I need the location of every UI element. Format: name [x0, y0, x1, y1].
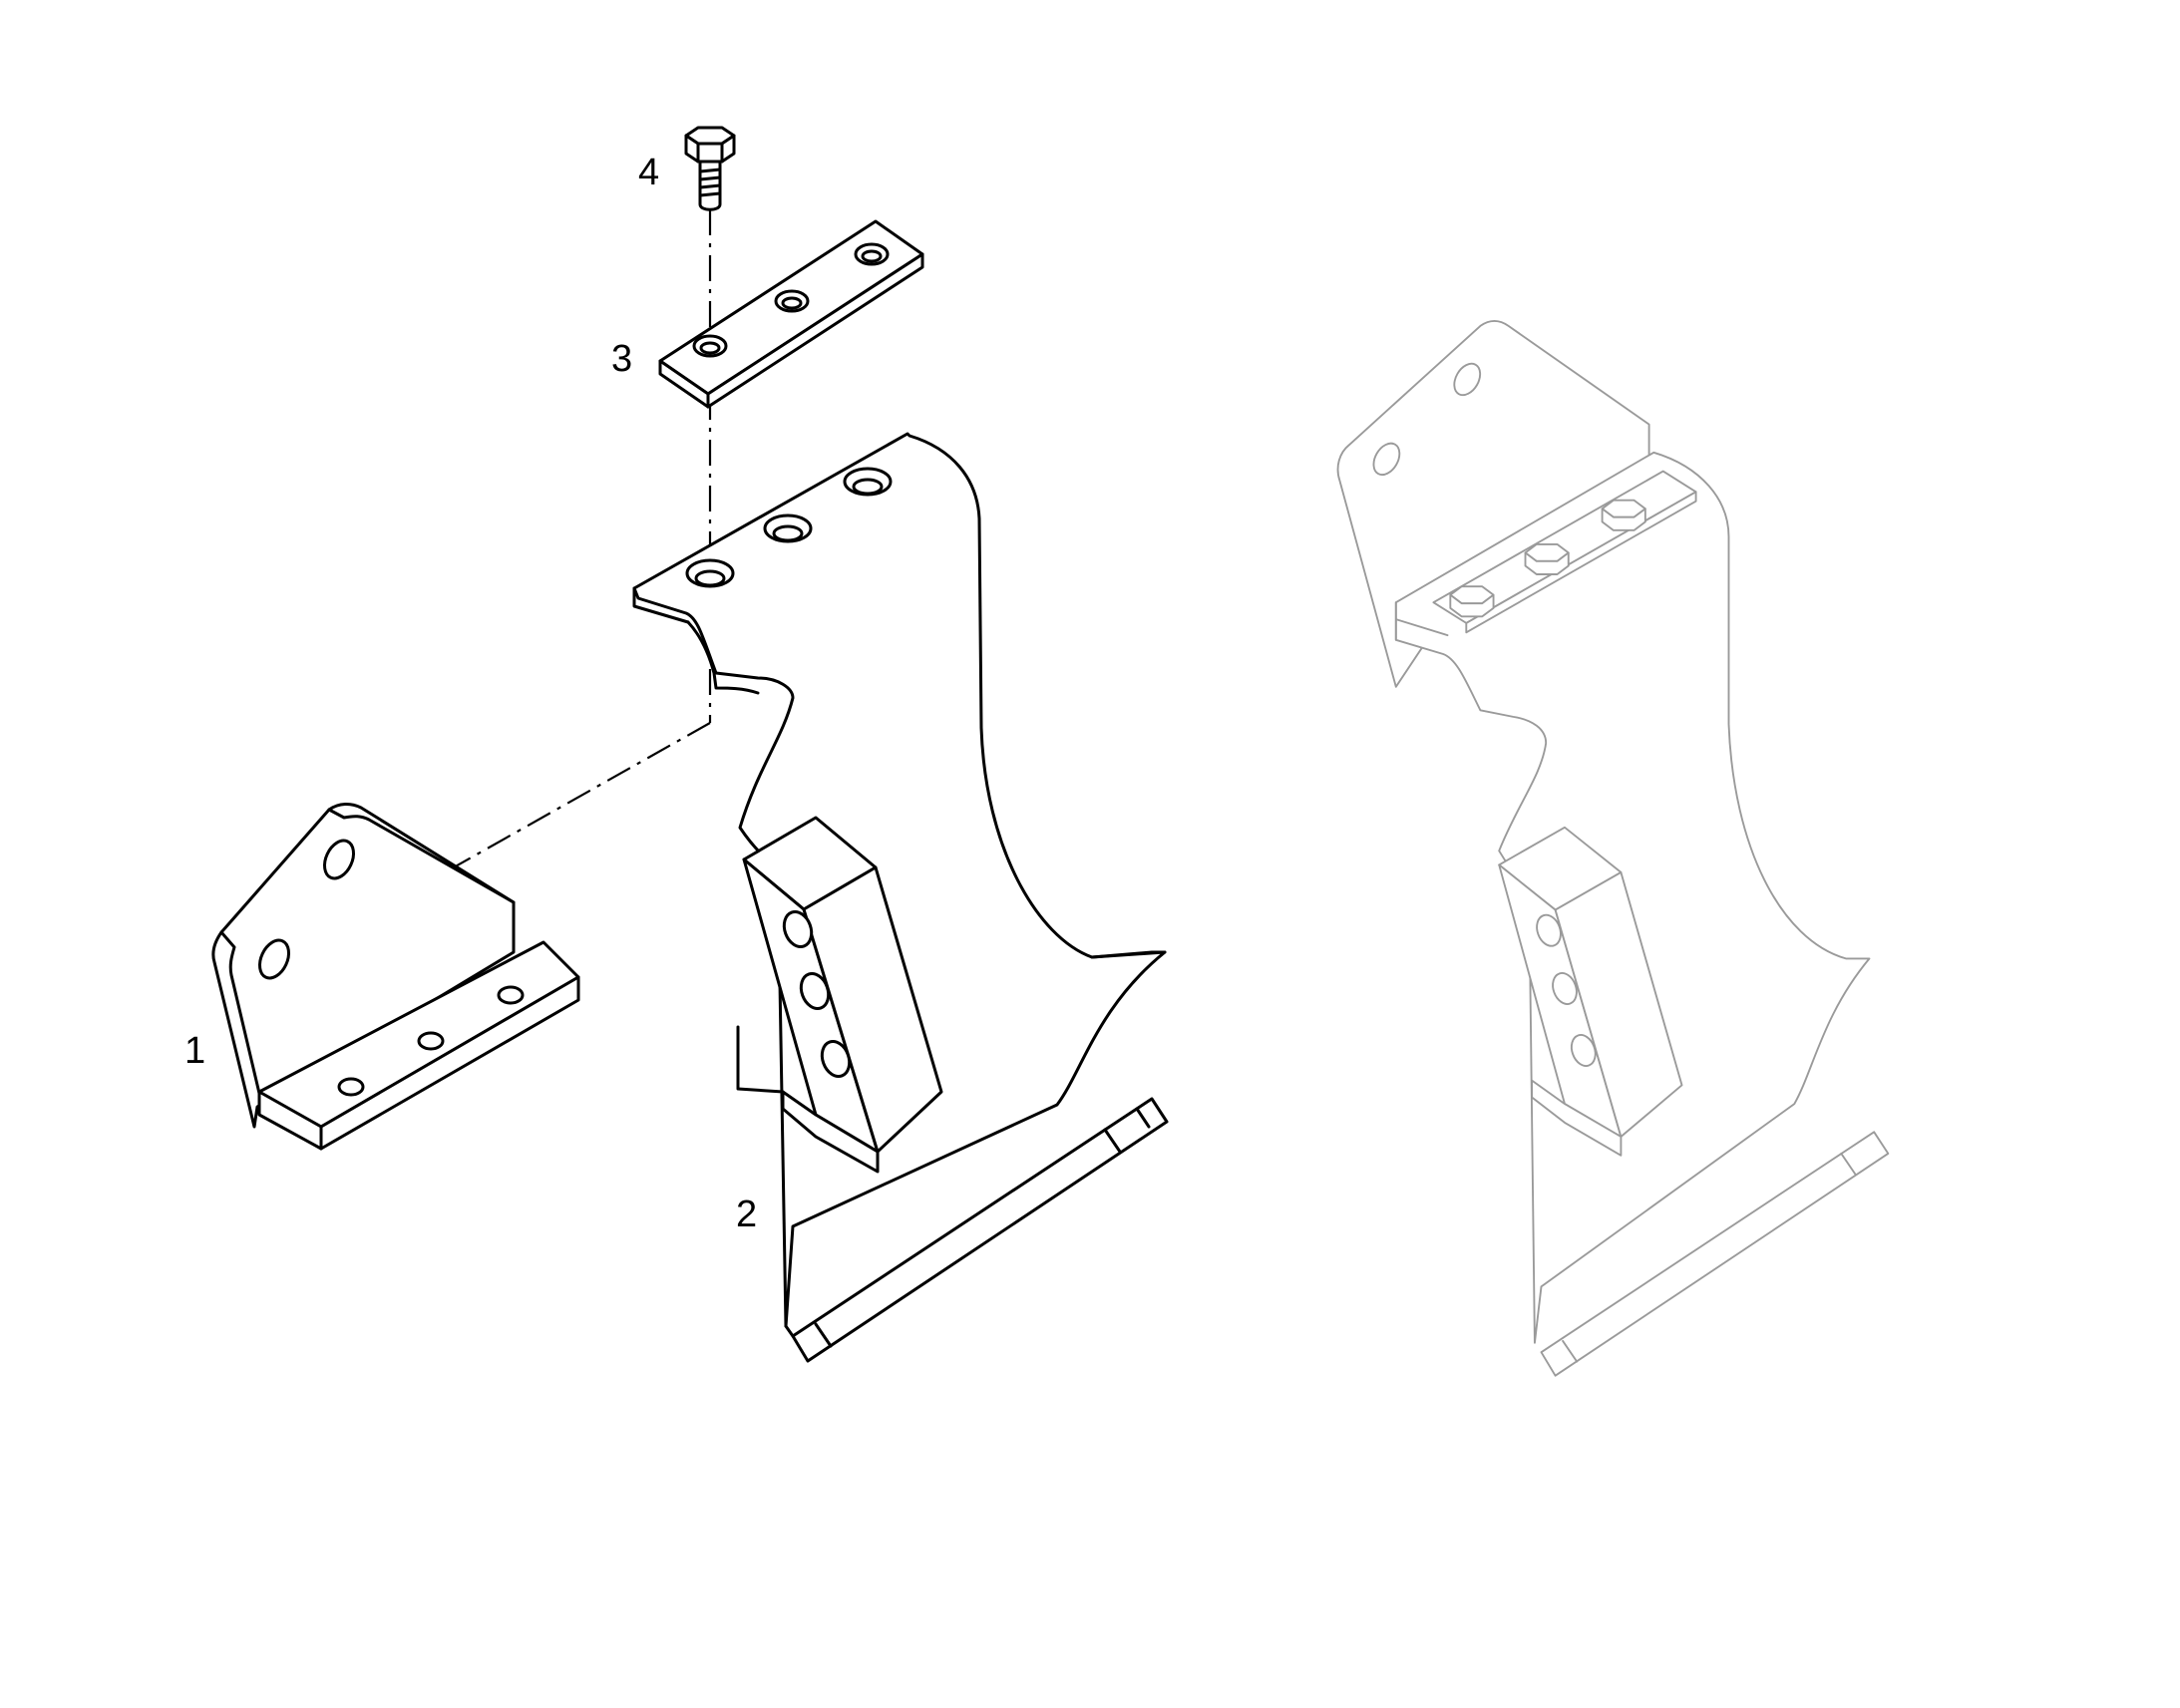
clamp-plate-hole-1-inner: [699, 341, 721, 355]
assembled-cutting-edge: [1540, 1131, 1890, 1377]
shank-cutting-edge: [791, 1097, 1169, 1363]
bracket-base-side: [319, 975, 580, 1151]
shank-top-thickness: [632, 586, 690, 624]
wear-block-hole-1: [782, 910, 814, 948]
shank-hole-2: [763, 513, 813, 543]
bracket-upright-inner-edge: [219, 930, 263, 1104]
shank-hole-1-inner: [694, 569, 726, 587]
cutting-edge-segment-lines: [814, 1107, 1151, 1348]
bracket-upright-hole-1: [257, 938, 291, 980]
cutting-edge-corner: [784, 1324, 795, 1338]
wear-block-side: [802, 865, 943, 1154]
assembled-shank-body: [1394, 451, 1871, 1344]
wear-block-hole-2: [799, 972, 831, 1010]
bolt-head-edges: [696, 142, 724, 164]
assembled-bracket-base: [1394, 601, 1449, 641]
wear-block-hole-3: [820, 1040, 852, 1078]
shank-hole-3-inner: [852, 478, 884, 496]
part-2-ripper-shank: [632, 432, 1169, 1363]
assembled-cutting-edge-segments: [1562, 1152, 1857, 1363]
callout-2: 2: [736, 1194, 757, 1235]
assembled-wear-block-side: [1554, 870, 1683, 1138]
shank-hole-1: [685, 558, 735, 588]
clamp-plate-hole-3-inner: [861, 249, 883, 263]
part-1-mounting-bracket: [211, 803, 580, 1151]
bracket-base-hole-3: [497, 985, 525, 1005]
wear-block-foot: [781, 1090, 880, 1174]
callout-3: 3: [611, 338, 632, 380]
wear-block-tab: [736, 1025, 785, 1094]
clamp-plate-side: [706, 252, 924, 409]
bolt-thread-lines: [698, 168, 722, 197]
bracket-upright-hole-2: [322, 839, 356, 880]
clamp-plate-hole-2-inner: [781, 296, 803, 310]
shank-body: [632, 432, 1167, 1328]
callout-1: 1: [184, 1030, 205, 1072]
assembled-wear-block-foot: [1531, 1079, 1623, 1157]
bracket-upright-thickness: [327, 808, 516, 904]
bracket-base-hole-2: [417, 1031, 445, 1051]
shank-hole-2-inner: [772, 524, 804, 542]
part-4-hex-bolt: [684, 126, 736, 211]
shank-lip-edge: [1090, 950, 1167, 959]
callout-labels: 1 2 3 4: [184, 152, 757, 1235]
assembled-wear-block-hole-3: [1570, 1034, 1597, 1067]
assembled-bolt-heads: [1449, 499, 1646, 618]
assembled-wear-block-hole-1: [1536, 913, 1562, 947]
assembled-view: [1336, 320, 1890, 1377]
callout-4: 4: [638, 152, 659, 193]
part-3-clamp-plate: [658, 219, 924, 409]
shank-inner-curve: [686, 620, 760, 695]
shank-hole-3: [843, 467, 893, 497]
assembled-wear-block-hole-2: [1552, 972, 1578, 1005]
assembled-bracket-hole-2: [1453, 362, 1482, 397]
bracket-base-hole-1: [337, 1077, 365, 1097]
assembled-bracket-hole-1: [1372, 442, 1401, 477]
